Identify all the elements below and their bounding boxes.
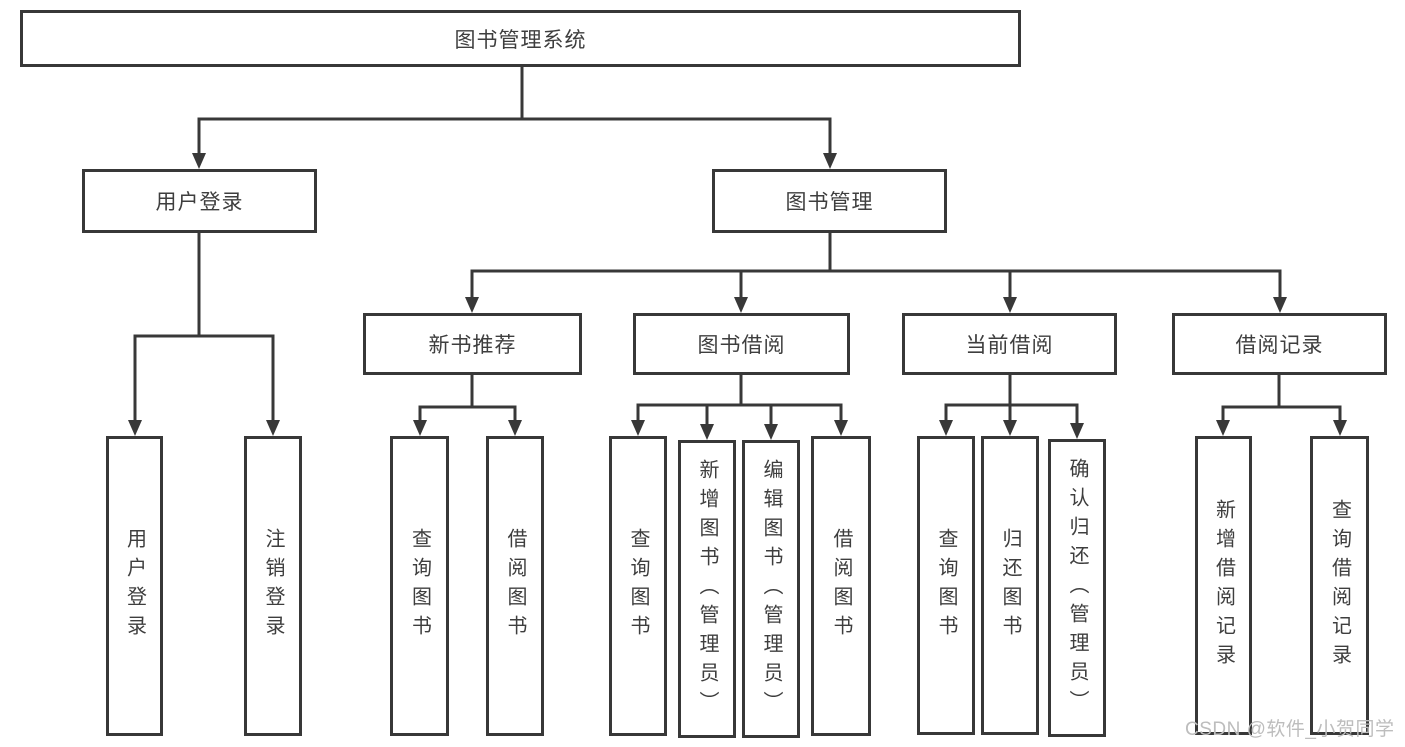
node-book-borrow-label: 图书借阅 [697,334,786,357]
leaf-add-borrow-record: 新增借阅记录 [1195,436,1252,735]
node-user-login-label: 用户登录 [155,191,244,214]
leaf-return-books-label: 归还图书 [999,527,1021,644]
connector-borrow-records [1216,373,1347,436]
leaf-confirm-return-admin-label: 确认归还（管理员） [1066,457,1088,719]
leaf-edit-book-admin-label: 编辑图书（管理员） [760,458,782,720]
leaf-borrow-books-label: 借阅图书 [830,528,852,644]
leaf-query-books-current: 查询图书 [917,436,975,735]
leaf-query-books-borrow-label: 查询图书 [627,528,649,644]
leaf-user-login-label: 用户登录 [123,528,146,644]
node-borrow-records-label: 借阅记录 [1235,334,1324,357]
leaf-query-borrow-record: 查询借阅记录 [1310,436,1369,735]
node-library-system: 图书管理系统 [20,10,1021,67]
connector-current-borrow [939,373,1084,439]
leaf-borrow-books-recommend: 借阅图书 [486,436,544,736]
leaf-edit-book-admin: 编辑图书（管理员） [742,440,800,738]
leaf-query-books-borrow: 查询图书 [609,436,667,736]
connector-user-login [128,231,280,436]
leaf-logout-label: 注销登录 [262,528,284,644]
leaf-query-books-current-label: 查询图书 [935,527,957,644]
connector-book-management [465,231,1287,313]
node-book-management-label: 图书管理 [785,191,874,214]
leaf-query-borrow-record-label: 查询借阅记录 [1328,498,1351,673]
node-current-borrow: 当前借阅 [902,313,1117,375]
csdn-watermark: CSDN @软件_小贺同学 [1185,719,1395,740]
leaf-query-books-recommend-label: 查询图书 [408,528,431,644]
leaf-borrow-books: 借阅图书 [811,436,871,736]
connector-new-book-recommend [413,373,522,436]
node-library-system-label: 图书管理系统 [454,28,587,52]
node-user-login: 用户登录 [82,169,317,233]
connector-root [192,65,837,169]
leaf-add-book-admin-label: 新增图书（管理员） [696,458,718,720]
connector-book-borrow [631,373,848,440]
node-current-borrow-label: 当前借阅 [965,334,1054,357]
leaf-user-login: 用户登录 [106,436,163,736]
node-book-management: 图书管理 [712,169,947,233]
leaf-confirm-return-admin: 确认归还（管理员） [1048,439,1106,737]
node-new-book-recommend: 新书推荐 [363,313,582,375]
leaf-logout: 注销登录 [244,436,302,736]
node-book-borrow: 图书借阅 [633,313,850,375]
leaf-query-books-recommend: 查询图书 [390,436,449,736]
node-new-book-recommend-label: 新书推荐 [428,334,517,357]
leaf-borrow-books-recommend-label: 借阅图书 [504,528,526,644]
leaf-add-book-admin: 新增图书（管理员） [678,440,736,738]
leaf-add-borrow-record-label: 新增借阅记录 [1212,498,1235,673]
node-borrow-records: 借阅记录 [1172,313,1387,375]
leaf-return-books: 归还图书 [981,436,1039,735]
